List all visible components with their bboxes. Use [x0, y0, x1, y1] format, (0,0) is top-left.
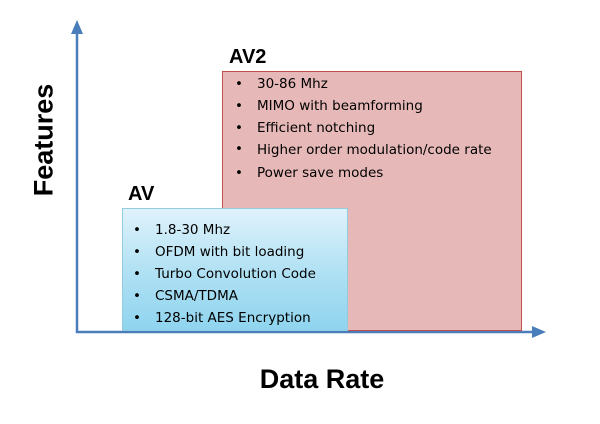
av2-box: •30-86 Mhz •MIMO with beamforming •Effic… — [222, 71, 522, 331]
y-axis-arrow — [71, 20, 83, 34]
bullet-icon: • — [133, 288, 141, 304]
list-item: •Turbo Convolution Code — [133, 263, 347, 285]
bullet-icon: • — [235, 120, 243, 136]
bullet-icon: • — [133, 222, 141, 238]
list-item: •Power save modes — [235, 162, 513, 184]
av2-feature-list: •30-86 Mhz •MIMO with beamforming •Effic… — [235, 73, 513, 184]
list-item: •MIMO with beamforming — [235, 95, 513, 117]
av2-title: AV2 — [229, 46, 267, 68]
list-item: •OFDM with bit loading — [133, 241, 347, 263]
av-box: •1.8-30 Mhz •OFDM with bit loading •Turb… — [122, 208, 348, 331]
av-feature-list: •1.8-30 Mhz •OFDM with bit loading •Turb… — [133, 219, 347, 329]
bullet-icon: • — [133, 244, 141, 260]
bullet-icon: • — [235, 141, 243, 157]
av-title: AV — [128, 183, 155, 205]
y-axis-label: Features — [28, 83, 59, 197]
bullet-icon: • — [133, 266, 141, 282]
list-item: •30-86 Mhz — [235, 73, 513, 95]
list-item: •Higher order modulation/code rate — [235, 141, 492, 158]
bullet-icon: • — [133, 310, 141, 326]
bullet-icon: • — [235, 165, 243, 181]
list-item: •128-bit AES Encryption — [133, 307, 347, 329]
list-item: •Efficient notching — [235, 117, 513, 139]
list-item: •CSMA/TDMA — [133, 285, 347, 307]
x-axis-label: Data Rate — [259, 364, 385, 394]
bullet-icon: • — [235, 76, 243, 92]
x-axis-arrow — [532, 326, 546, 338]
list-item: •1.8-30 Mhz — [133, 219, 347, 241]
bullet-icon: • — [235, 98, 243, 114]
